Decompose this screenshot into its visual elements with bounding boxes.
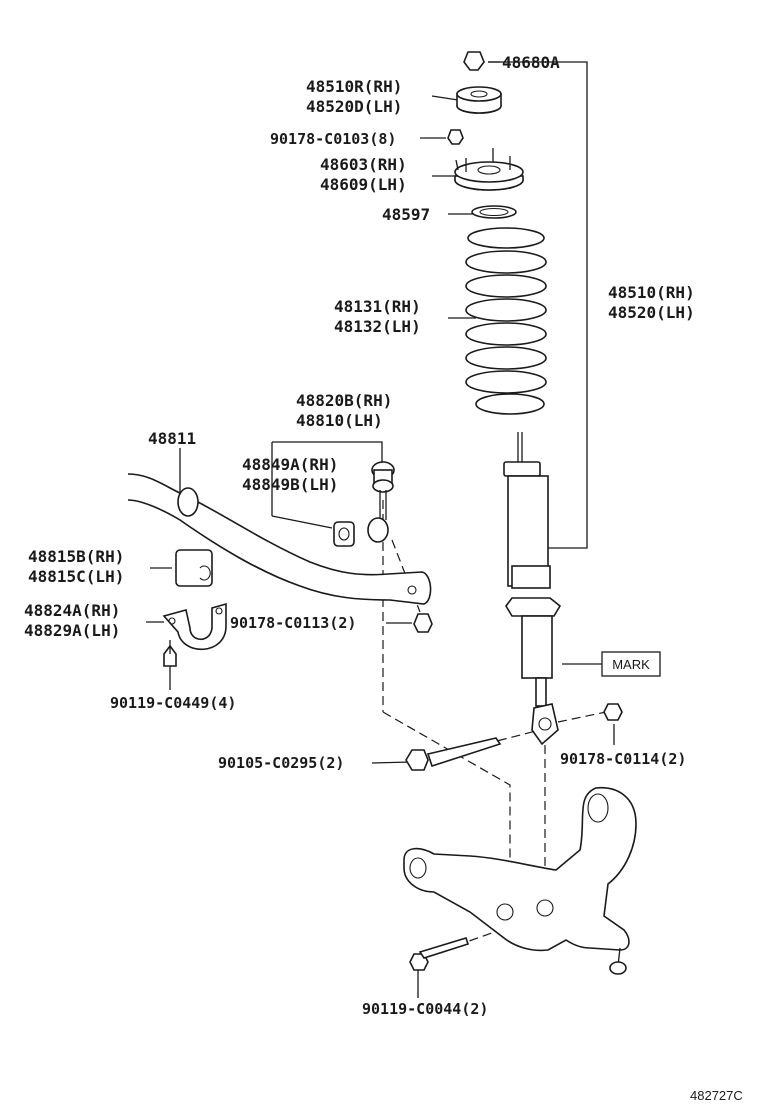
- label-support-lh: 48520D(LH): [306, 97, 402, 116]
- label-bar-bush-lh: 48815C(LH): [28, 567, 124, 586]
- label-insulator: 48597: [382, 205, 430, 224]
- label-nut-8: 90178-C0103(8): [270, 130, 396, 148]
- diagram-id: 482727C: [690, 1088, 743, 1103]
- bracket-bolt-part: [163, 640, 177, 667]
- label-link-lh: 48810(LH): [296, 411, 383, 430]
- label-bolt-arm: 90119-C0044(2): [362, 1000, 488, 1018]
- label-nut-link: 90178-C0113(2): [230, 614, 356, 632]
- mark-callout: MARK: [601, 651, 661, 677]
- lower-control-arm-part: [403, 786, 637, 975]
- label-link-bush-rh: 48849A(RH): [242, 455, 338, 474]
- label-link-bush-lh: 48849B(LH): [242, 475, 338, 494]
- label-spring-lh: 48132(LH): [334, 317, 421, 336]
- label-bolt-lower: 90105-C0295(2): [218, 754, 344, 772]
- label-nut-top: 48680A: [502, 53, 560, 72]
- link-nut-part: [413, 613, 433, 633]
- label-absorber-lh: 48520(LH): [608, 303, 695, 322]
- mount-nut-part: [447, 129, 464, 145]
- link-bush-part: [333, 521, 355, 547]
- bar-bush-part: [175, 549, 213, 587]
- mark-label: MARK: [612, 657, 650, 672]
- label-bracket-lh: 48829A(LH): [24, 621, 120, 640]
- top-nut-part: [463, 51, 485, 71]
- label-bolt-bracket: 90119-C0449(4): [110, 694, 236, 712]
- stabilizer-bar-part: [127, 473, 432, 605]
- label-link-rh: 48820B(RH): [296, 391, 392, 410]
- label-support-rh: 48510R(RH): [306, 77, 402, 96]
- label-bar-bush-rh: 48815B(RH): [28, 547, 124, 566]
- leader-lines: [146, 61, 615, 998]
- part-number-labels: 48680A 48510R(RH) 48520D(LH) 90178-C0103…: [24, 53, 743, 1103]
- lower-nut-part: [603, 703, 623, 721]
- label-mount-rh: 48603(RH): [320, 155, 407, 174]
- lower-bolt-part: [405, 737, 502, 771]
- arm-bolt-part: [409, 937, 470, 971]
- upper-mount-part: [454, 148, 524, 191]
- label-stabilizer-bar: 48811: [148, 429, 196, 448]
- label-bracket-rh: 48824A(RH): [24, 601, 120, 620]
- label-nut-lower: 90178-C0114(2): [560, 750, 686, 768]
- shock-absorber-part: [503, 432, 562, 746]
- coil-spring-part: [465, 227, 547, 415]
- label-absorber-rh: 48510(RH): [608, 283, 695, 302]
- stabilizer-link-part: [367, 461, 395, 543]
- spring-insulator-part: [471, 205, 517, 219]
- bar-bracket-part: [162, 602, 227, 651]
- label-mount-lh: 48609(LH): [320, 175, 407, 194]
- label-spring-rh: 48131(RH): [334, 297, 421, 316]
- support-cushion-part: [456, 86, 502, 114]
